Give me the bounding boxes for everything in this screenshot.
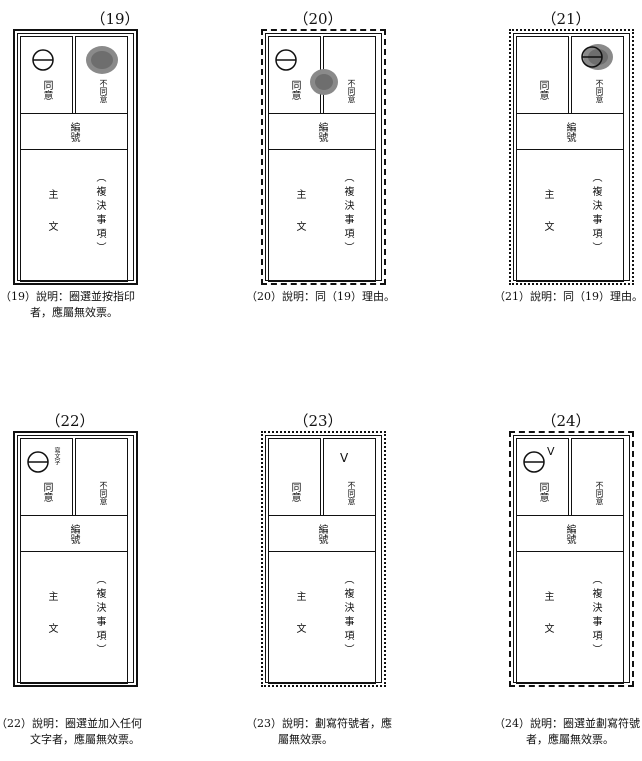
ballot-sample: 同意 不同意 編號 主文 （複決事項） — [509, 29, 634, 285]
caption-line-2: 者，應屬無效票。 — [526, 733, 614, 746]
main-text-box — [20, 149, 128, 282]
agree-label: 同意 — [289, 482, 300, 502]
caption-line-1: （21）說明：同（19）理由。 — [494, 290, 642, 303]
disagree-label: 不同意 — [347, 481, 356, 505]
agree-label: 同意 — [537, 482, 548, 502]
check-mark-icon: V — [340, 451, 349, 465]
ballot-number: （21） — [541, 10, 591, 28]
agree-label: 同意 — [41, 80, 52, 100]
stamp-mark-icon — [523, 451, 545, 473]
ballot-sample: 同意 不同意 編號 主文 （複決事項） — [261, 29, 386, 285]
disagree-label: 不同意 — [595, 79, 604, 103]
main-text-box — [516, 149, 624, 282]
stamp-mark-icon — [275, 49, 297, 71]
number-label: 編號 — [68, 524, 79, 544]
stamp-mark-icon — [32, 49, 54, 71]
number-label: 編號 — [564, 524, 575, 544]
referendum-item-label: （複決事項） — [342, 574, 353, 658]
caption-line-1: （23）說明：劃寫符號者，應 — [246, 717, 392, 730]
ballot-cell-20: （20） 同意 不同意 編號 主文 （複決事項） （20）說明：同（19）理由。 — [246, 8, 468, 338]
referendum-item-label: （複決事項） — [590, 172, 601, 256]
ballot-cell-22: （22） 寫文字 同意 不同意 編號 主文 （複決事項） （22）說明：圈選並加… — [0, 410, 220, 746]
caption-line-1: （24）說明：圈選並劃寫符號 — [494, 717, 640, 730]
main-text-label: 主文 — [294, 591, 305, 655]
caption-line-2: 者，應屬無效票。 — [30, 306, 118, 319]
main-text-box — [20, 551, 128, 684]
check-mark-icon: V — [547, 445, 555, 458]
main-text-label: 主文 — [294, 189, 305, 253]
main-text-box — [516, 551, 624, 684]
caption-line-2: 屬無效票。 — [278, 733, 333, 746]
referendum-item-label: （複決事項） — [94, 172, 105, 256]
handwritten-text: 寫文字 — [53, 447, 60, 465]
fingerprint-icon — [310, 69, 338, 95]
disagree-label: 不同意 — [99, 481, 108, 505]
main-text-box — [268, 551, 376, 684]
ballot-number: （19） — [90, 10, 140, 28]
ballot-cell-23: （23） V 同意 不同意 編號 主文 （複決事項） （23）說明：劃寫符號者，… — [246, 410, 468, 746]
stamp-mark-icon — [27, 451, 49, 473]
ballot-number: （24） — [541, 412, 591, 430]
caption-line-1: （20）說明：同（19）理由。 — [246, 290, 395, 303]
ballot-cell-19: （19） 同意 不同意 編號 主文 （複決事項） （19）說明：圈選並按指印 者… — [0, 8, 220, 338]
caption-line-2: 文字者，應屬無效票。 — [30, 733, 140, 746]
agree-box — [516, 36, 569, 114]
number-label: 編號 — [316, 524, 327, 544]
referendum-item-label: （複決事項） — [94, 574, 105, 658]
ballot-sample: 同意 不同意 編號 主文 （複決事項） — [13, 29, 138, 285]
caption-line-1: （22）說明：圈選並加入任何 — [0, 717, 142, 730]
disagree-label: 不同意 — [595, 481, 604, 505]
disagree-label: 不同意 — [99, 79, 108, 103]
agree-label: 同意 — [537, 80, 548, 100]
disagree-label: 不同意 — [347, 79, 356, 103]
agree-box — [268, 438, 321, 516]
ballot-cell-24: （24） V 同意 不同意 編號 主文 （複決事項） （24）說明：圈選並劃寫符… — [494, 410, 642, 746]
main-text-label: 主文 — [542, 591, 553, 655]
number-label: 編號 — [564, 122, 575, 142]
ballot-number: （23） — [293, 412, 343, 430]
caption-line-1: （19）說明：圈選並按指印 — [0, 290, 135, 303]
number-label: 編號 — [68, 122, 79, 142]
ballot-number: （22） — [45, 412, 95, 430]
stamp-mark-icon — [581, 46, 603, 68]
main-text-box — [268, 149, 376, 282]
ballot-number: （20） — [293, 10, 343, 28]
ballot-sample: V 同意 不同意 編號 主文 （複決事項） — [509, 431, 634, 687]
main-text-label: 主文 — [46, 189, 57, 253]
ballot-sample: 寫文字 同意 不同意 編號 主文 （複決事項） — [13, 431, 138, 687]
agree-label: 同意 — [41, 482, 52, 502]
main-text-label: 主文 — [542, 189, 553, 253]
number-label: 編號 — [316, 122, 327, 142]
referendum-item-label: （複決事項） — [342, 172, 353, 256]
fingerprint-icon — [86, 46, 118, 74]
referendum-item-label: （複決事項） — [590, 574, 601, 658]
ballot-cell-21: （21） 同意 不同意 編號 主文 （複決事項） （21）說明：同（19）理由。 — [494, 8, 642, 338]
agree-label: 同意 — [289, 80, 300, 100]
ballot-sample: V 同意 不同意 編號 主文 （複決事項） — [261, 431, 386, 687]
main-text-label: 主文 — [46, 591, 57, 655]
